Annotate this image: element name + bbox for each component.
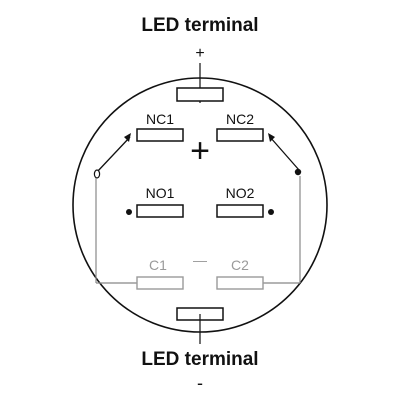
c2-pin: [216, 276, 264, 290]
no2-pin: [216, 204, 264, 218]
bottom-terminal-label: LED terminal: [141, 349, 258, 370]
c1-label: C1: [149, 257, 167, 273]
switch-body-outline: [72, 77, 328, 333]
c1-pin: [136, 276, 184, 290]
nc2-label: NC2: [226, 111, 254, 127]
bottom-terminal-polarity: -: [197, 373, 203, 393]
no2-label: NO2: [226, 185, 255, 201]
right-switch-arm: [269, 136, 300, 171]
nc1-pin: [136, 128, 184, 142]
no1-pin: [136, 204, 184, 218]
center-plus-symbol: +: [190, 132, 210, 170]
left-pivot: [93, 169, 101, 179]
left-switch-arm: [96, 136, 131, 173]
no1-label: NO1: [146, 185, 175, 201]
top-terminal-label: LED terminal: [141, 15, 258, 36]
left-switch-arrowhead: [124, 133, 131, 142]
nc1-label: NC1: [146, 111, 174, 127]
top-led-pin: [176, 87, 224, 102]
right-pivot: [294, 168, 302, 176]
no2-contact-dot: [268, 209, 274, 215]
nc2-pin: [216, 128, 264, 142]
top-terminal-polarity: +: [195, 45, 204, 62]
no1-contact-dot: [126, 209, 132, 215]
c2-label: C2: [231, 257, 249, 273]
center-minus-symbol: —: [193, 252, 207, 268]
right-switch-arrowhead: [268, 133, 275, 142]
